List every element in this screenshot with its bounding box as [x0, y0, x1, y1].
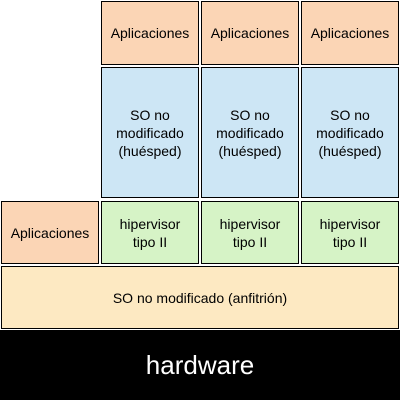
hardware-layer: hardware [0, 330, 400, 400]
hypervisor-label: hipervisor tipo II [220, 215, 281, 251]
guest-os-line: SO no [130, 106, 170, 123]
guest-os-label: SO no modificado (huésped) [116, 106, 184, 160]
guest-os-line: modificado [316, 124, 384, 141]
host-os-box: SO no modificado (anfitrión) [1, 266, 399, 329]
hypervisor-box-2: hipervisor tipo II [201, 201, 299, 264]
guest-os-label: SO no modificado (huésped) [316, 106, 384, 160]
hypervisor-line: tipo II [132, 233, 168, 250]
hypervisor-line: hipervisor [219, 215, 281, 232]
guest-os-line: SO no [330, 106, 370, 123]
hypervisor-line: hipervisor [119, 215, 181, 232]
guest-apps-box-3: Aplicaciones [301, 1, 399, 65]
host-apps-label: Aplicaciones [10, 224, 90, 241]
guest-os-line: SO no [230, 106, 270, 123]
hypervisor-box-3: hipervisor tipo II [301, 201, 399, 264]
guest-os-label: SO no modificado (huésped) [216, 106, 284, 160]
guest-apps-label: Aplicaciones [110, 25, 190, 41]
guest-apps-box-1: Aplicaciones [101, 1, 199, 65]
host-os-label: SO no modificado (anfitrión) [112, 289, 288, 306]
guest-os-line: modificado [216, 124, 284, 141]
guest-os-box-1: SO no modificado (huésped) [101, 67, 199, 198]
hypervisor-line: hipervisor [319, 215, 381, 232]
guest-os-line: (huésped) [318, 142, 382, 159]
guest-apps-label: Aplicaciones [310, 25, 390, 41]
guest-os-line: (huésped) [118, 142, 182, 159]
guest-apps-label: Aplicaciones [210, 25, 290, 41]
guest-os-box-2: SO no modificado (huésped) [201, 67, 299, 198]
hypervisor-box-1: hipervisor tipo II [101, 201, 199, 264]
guest-os-box-3: SO no modificado (huésped) [301, 67, 399, 198]
hypervisor-label: hipervisor tipo II [320, 215, 381, 251]
hypervisor-line: tipo II [232, 233, 268, 250]
guest-apps-box-2: Aplicaciones [201, 1, 299, 65]
guest-os-line: (huésped) [218, 142, 282, 159]
guest-os-line: modificado [116, 124, 184, 141]
hypervisor-line: tipo II [332, 233, 368, 250]
hardware-label: hardware [145, 349, 255, 380]
host-apps-box: Aplicaciones [1, 201, 99, 264]
hypervisor-label: hipervisor tipo II [120, 215, 181, 251]
